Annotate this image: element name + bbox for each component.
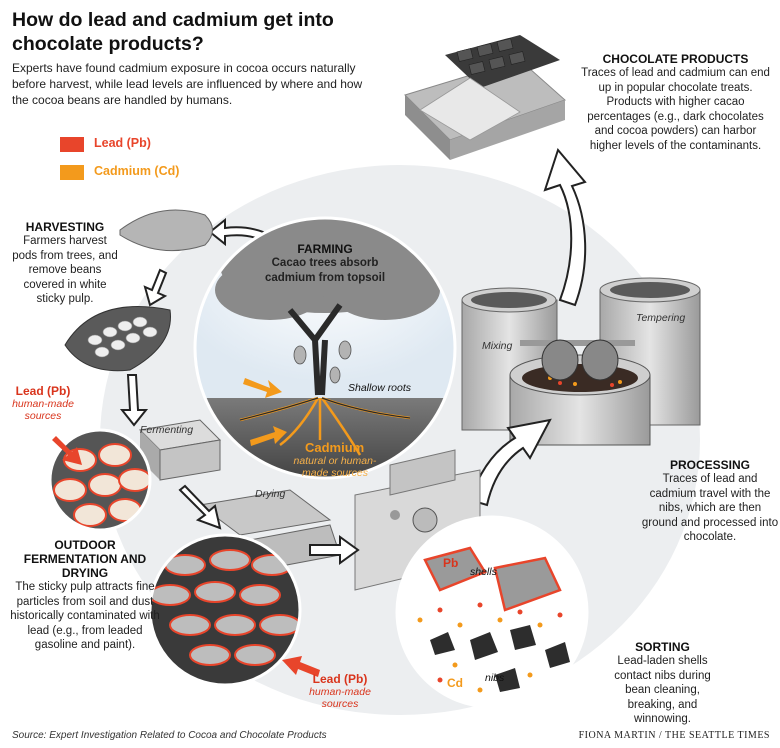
lead-arrow-top bbox=[52, 436, 82, 465]
harvesting-heading: HARVESTING bbox=[25, 220, 105, 234]
sorting-block: SORTING Lead-laden shells contact nibs d… bbox=[600, 640, 725, 727]
chocolate-bar-illustration bbox=[404, 35, 566, 160]
shallow-roots-label: Shallow roots bbox=[348, 382, 412, 394]
lead-arrow-bottom bbox=[282, 656, 320, 677]
lens-fermenting bbox=[50, 430, 150, 530]
cocoa-pod-illustration bbox=[119, 209, 213, 252]
legend-cadmium-label: Cadmium (Cd) bbox=[94, 164, 180, 178]
farming-heading: FARMING bbox=[297, 242, 353, 256]
farming-scene bbox=[195, 218, 455, 478]
flow-arrows bbox=[119, 217, 360, 565]
processing-body: Traces of lead and cadmium travel with t… bbox=[641, 473, 779, 543]
harvesting-block: HARVESTING Farmers harvest pods from tre… bbox=[10, 220, 120, 307]
credit-line: FIONA MARTIN / THE SEATTLE TIMES bbox=[578, 730, 770, 741]
drying-label: Drying bbox=[255, 488, 286, 500]
fermenting-boxes bbox=[138, 419, 222, 481]
arrow-to-drying bbox=[178, 484, 222, 530]
sorting-nibs-label: nibs bbox=[485, 672, 505, 684]
harvesting-body: Farmers harvest pods from trees, and rem… bbox=[12, 235, 118, 305]
sorting-body: Lead-laden shells contact nibs during be… bbox=[614, 655, 711, 725]
products-block: CHOCOLATE PRODUCTS Traces of lead and ca… bbox=[578, 52, 773, 153]
legend-lead-swatch bbox=[60, 137, 84, 152]
mixing-label: Mixing bbox=[482, 340, 513, 352]
lead-shell bbox=[423, 546, 487, 592]
lens-sorting bbox=[397, 517, 587, 707]
arrow-to-processing bbox=[468, 418, 552, 507]
processing-block: PROCESSING Traces of lead and cadmium tr… bbox=[640, 458, 780, 545]
sorting-shells-label: shells bbox=[470, 566, 497, 578]
lead-bottom-sub: human-made sources bbox=[309, 686, 371, 710]
sorting-heading: SORTING bbox=[635, 640, 690, 654]
sorting-cd-label: Cd bbox=[447, 676, 463, 690]
cadmium-arrows bbox=[243, 378, 287, 446]
arrow-beans-to-fermenting bbox=[119, 374, 149, 427]
processing-heading: PROCESSING bbox=[669, 458, 750, 472]
farming-body: Cacao trees absorb cadmium from topsoil bbox=[264, 257, 386, 284]
lead-shell bbox=[493, 556, 562, 612]
grinder-machine bbox=[509, 339, 651, 446]
sorting-pb-label: Pb bbox=[443, 556, 459, 570]
legend-cadmium-swatch bbox=[60, 165, 84, 180]
lead-bottom-label: Lead (Pb) bbox=[312, 672, 368, 686]
outdoor-block: OUTDOOR FERMENTATION AND DRYING The stic… bbox=[10, 538, 160, 653]
lead-top-sub: human-made sources bbox=[12, 398, 74, 422]
cadmium-label: Cadmium bbox=[305, 440, 365, 455]
source-note: Source: Expert Investigation Related to … bbox=[12, 730, 327, 741]
arrow-to-products bbox=[543, 147, 587, 307]
page-title: How do lead and cadmium get into chocola… bbox=[12, 9, 334, 55]
cadmium-sub-label: natural or human-made sources bbox=[293, 455, 377, 479]
farming-block: FARMING Cacao trees absorb cadmium from … bbox=[255, 242, 395, 285]
legend-lead-label: Lead (Pb) bbox=[94, 136, 151, 150]
products-body: Traces of lead and cadmium can end up in… bbox=[581, 67, 770, 152]
lead-bottom-callout: Lead (Pb) human-made sources bbox=[300, 672, 380, 710]
fermenting-label: Fermenting bbox=[140, 424, 194, 436]
outdoor-heading: OUTDOOR FERMENTATION AND DRYING bbox=[23, 538, 147, 580]
arrow-drying-to-sorting bbox=[309, 535, 360, 565]
intro-text: Experts have found cadmium exposure in c… bbox=[12, 61, 363, 107]
products-heading: CHOCOLATE PRODUCTS bbox=[602, 52, 749, 66]
arrow-pod-to-beans bbox=[143, 268, 168, 307]
open-pod-illustration bbox=[64, 306, 171, 372]
lens-drying bbox=[150, 535, 300, 685]
tempering-label: Tempering bbox=[636, 312, 686, 324]
outdoor-body: The sticky pulp attracts fine particles … bbox=[10, 581, 160, 651]
lead-top-callout: Lead (Pb) human-made sources bbox=[8, 384, 78, 422]
lead-top-label: Lead (Pb) bbox=[15, 384, 71, 398]
